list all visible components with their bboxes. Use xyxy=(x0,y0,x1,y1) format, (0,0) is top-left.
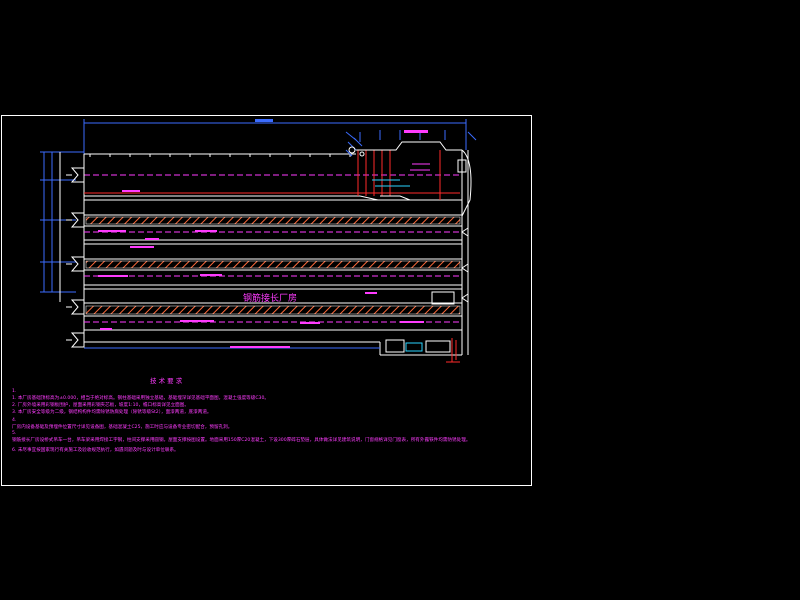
notes-line: 2. 厂房外墙采用彩钢板围护，屋面采用彩钢夹芯板，坡度1:10，檐口标高详见立面… xyxy=(12,401,189,408)
notes-line: 1. 本厂房基础顶标高为±0.000，相当于绝对标高。钢柱基础采用独立基础，基础… xyxy=(12,394,269,401)
building-name-label: 钢筋接长厂房 xyxy=(243,292,297,304)
notes-line: 6. 未尽事宜按国家现行有关施工及验收规范执行，如遇问题及时与设计单位联系。 xyxy=(12,446,179,453)
drawing-frame xyxy=(1,115,532,486)
notes-line: 钢筋接长厂房设桥式吊车一台，吊车梁采用焊接工字钢，柱间支撑采用圆钢，屋面支撑按图… xyxy=(12,436,470,443)
notes-line: 3. 本厂房安全等级为二级，钢结构构件均需除锈防腐处理（除锈等级St2），面漆两… xyxy=(12,408,212,415)
hatched-strip-2 xyxy=(85,260,461,269)
notes-line: 4. xyxy=(12,417,16,423)
left-axis-markers xyxy=(66,167,85,348)
hatched-strip-3 xyxy=(85,305,461,315)
right-markers xyxy=(431,227,469,305)
red-vertical-lines xyxy=(357,150,457,360)
notes-line: 厂房内设备基础及预埋件位置尺寸详见设备图，基础混凝土C25，施工时应与设备专业密… xyxy=(12,423,232,430)
top-right-detail xyxy=(345,130,477,217)
top-dimension xyxy=(83,119,467,154)
center-lines xyxy=(84,174,462,323)
notes-line: 5. xyxy=(12,430,16,436)
building-plan xyxy=(83,150,469,356)
leader-annotations xyxy=(98,190,424,348)
notes-line: 1. xyxy=(12,388,16,394)
technical-notes: 技 术 要 求 1. 1. 本厂房基础顶标高为±0.000，相当于绝对标高。钢柱… xyxy=(12,376,470,453)
left-dimension-chain xyxy=(40,151,84,302)
notes-heading: 技 术 要 求 xyxy=(150,376,183,385)
hatched-strip-1 xyxy=(85,216,461,225)
